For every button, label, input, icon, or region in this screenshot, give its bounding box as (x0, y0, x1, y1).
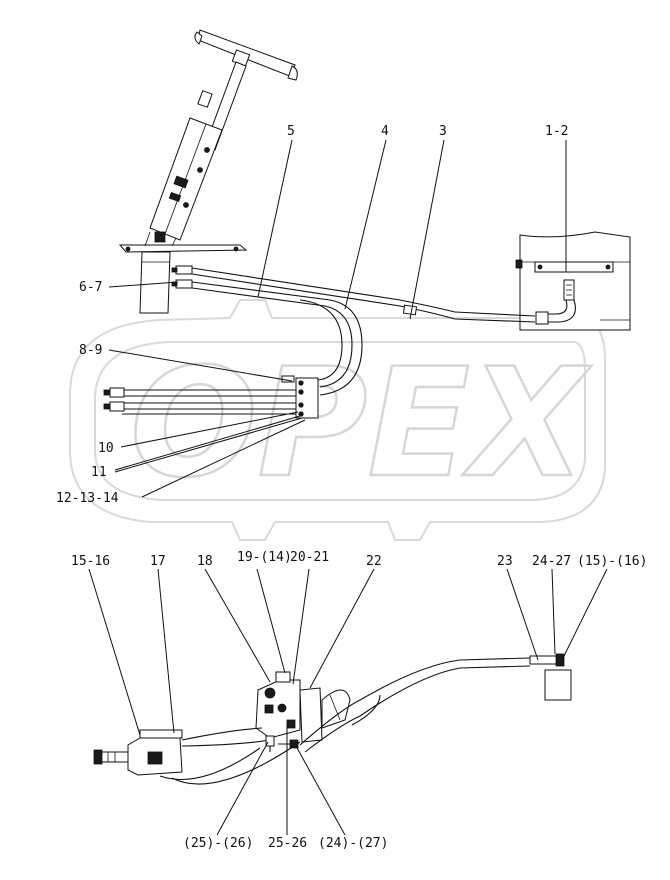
valve-block-mid (103, 375, 319, 419)
callout-23: 23 (497, 554, 513, 569)
watermark-gear-outline (69, 299, 606, 541)
callout-5: 5 (287, 124, 295, 139)
callout-10: 10 (98, 441, 114, 456)
leader-lines (88, 139, 608, 836)
callout-15-16-ref: (15)-(16) (577, 554, 647, 569)
callout-20-21: 20-21 (290, 550, 329, 565)
callout-3: 3 (439, 124, 447, 139)
steering-column (118, 29, 298, 314)
callout-8-9: 8-9 (79, 343, 102, 358)
callout-24-27: 24-27 (532, 554, 571, 569)
watermark: OPEX (69, 299, 606, 541)
watermark-text: OPEX (130, 337, 592, 511)
watermark-inner-outline (94, 341, 586, 501)
callout-6-7: 6-7 (79, 280, 102, 295)
callout-labels: 5 4 3 1-2 6-7 8-9 10 11 12-13-14 15-16 1… (56, 124, 647, 851)
callout-12-13-14: 12-13-14 (56, 491, 119, 506)
callout-11: 11 (91, 465, 107, 480)
reservoir (529, 653, 572, 701)
brake-valve-assembly (93, 657, 531, 785)
callout-25-26: 25-26 (268, 836, 307, 851)
callout-1-2: 1-2 (545, 124, 568, 139)
callout-15-16: 15-16 (71, 554, 110, 569)
callout-17: 17 (150, 554, 166, 569)
upper-hoses (171, 265, 536, 396)
callout-19-14: 19-(14) (237, 550, 292, 565)
tank-bracket (515, 231, 631, 331)
callout-18: 18 (197, 554, 213, 569)
callout-22: 22 (366, 554, 382, 569)
callout-4: 4 (381, 124, 389, 139)
callout-25-26-ref: (25)-(26) (183, 836, 253, 851)
callout-24-27-ref: (24)-(27) (318, 836, 388, 851)
